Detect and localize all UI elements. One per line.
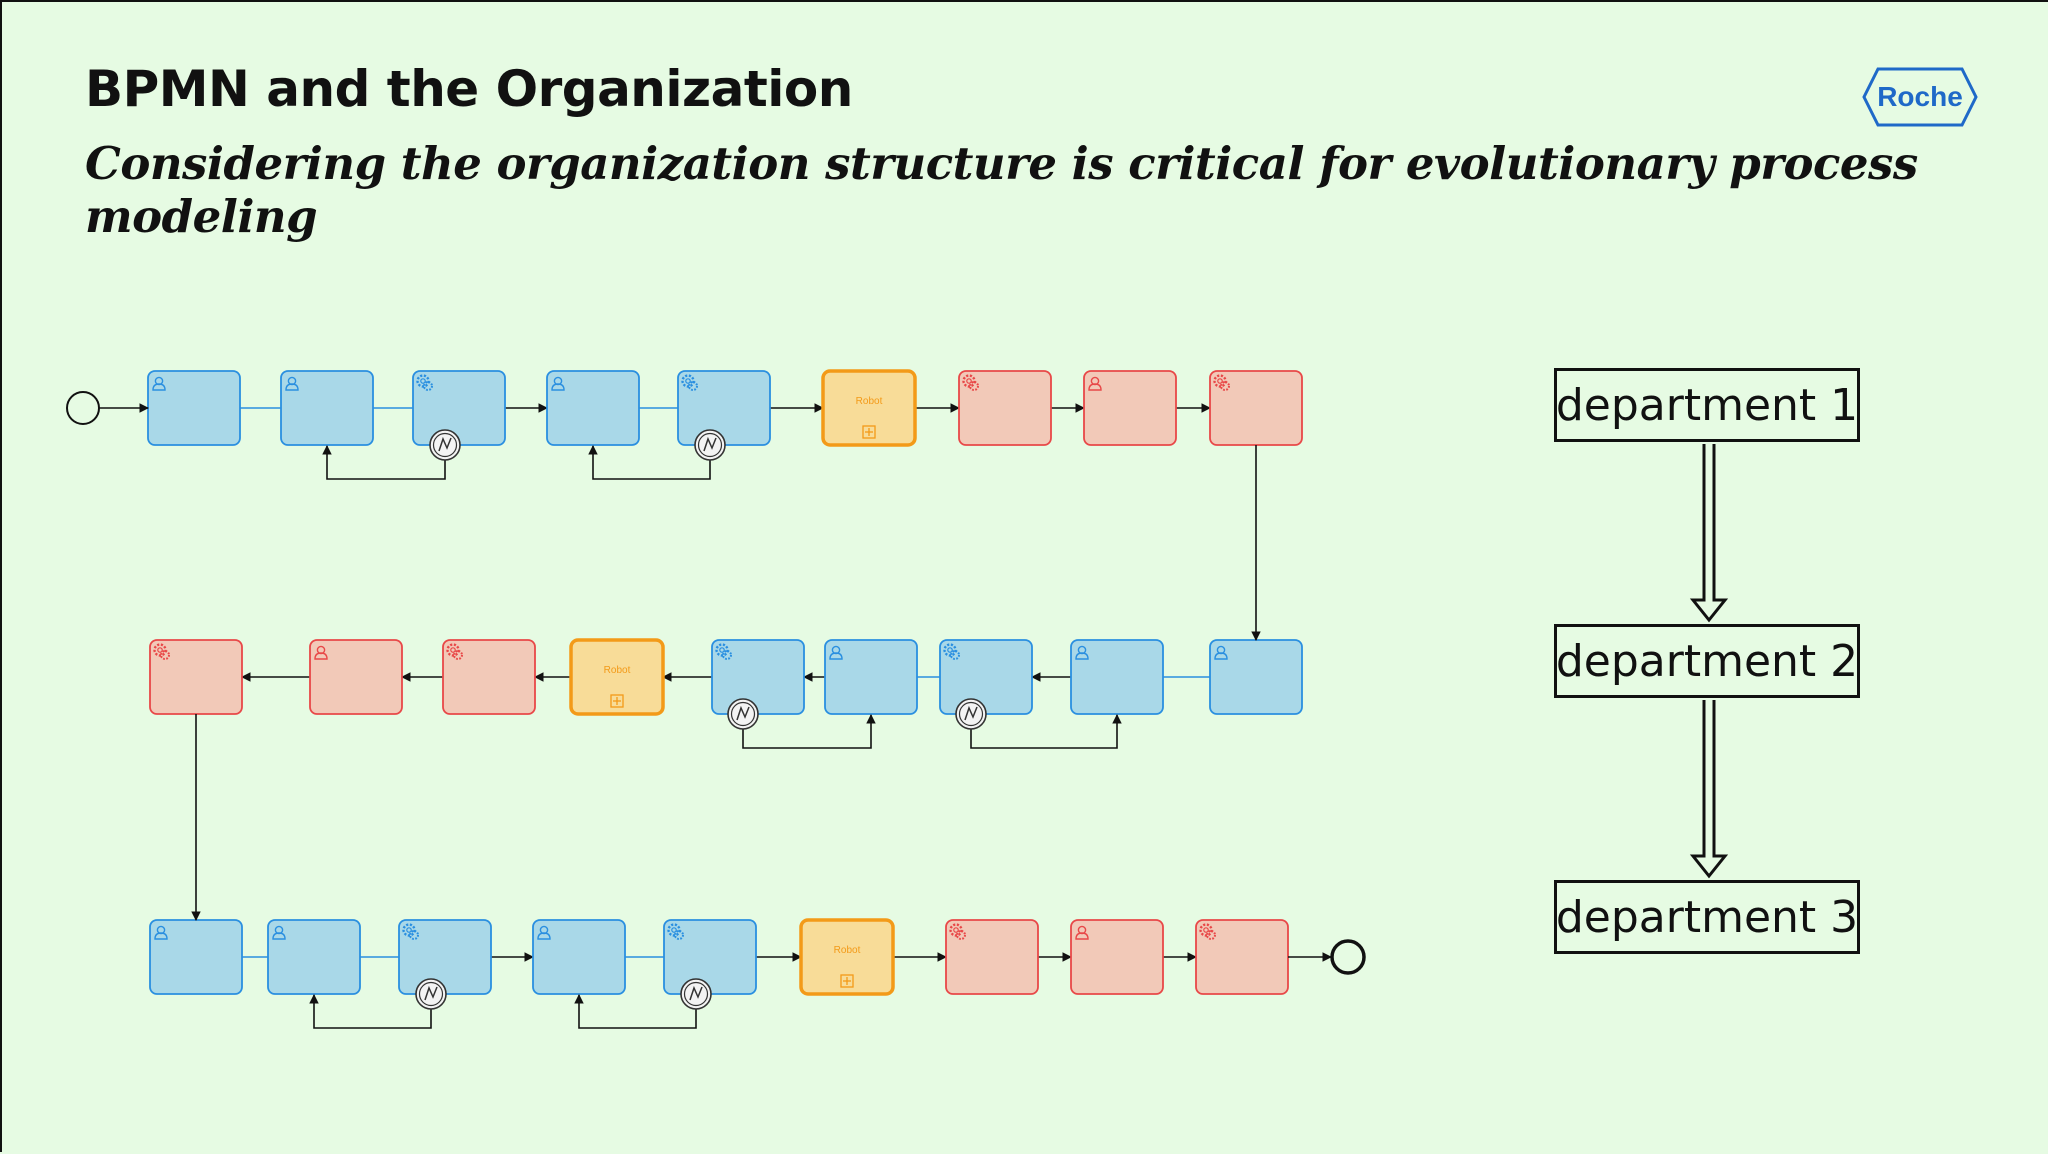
task-dept-1 <box>398 919 492 995</box>
logo-text: Roche <box>1877 81 1963 112</box>
slide-title: BPMN and the Organization <box>85 60 853 118</box>
task-dept-1 <box>280 370 374 446</box>
error-event-icon <box>680 978 712 1010</box>
user-icon <box>537 925 551 940</box>
error-event-icon <box>429 429 461 461</box>
gear-icon <box>667 923 684 940</box>
robot-subprocess-task: Robot <box>569 638 665 716</box>
task-dept-3 <box>1070 919 1164 995</box>
boundary-error-event <box>955 698 1122 749</box>
gear-icon <box>681 374 698 391</box>
task-dept-1 <box>149 919 243 995</box>
boundary-error-event <box>727 698 876 749</box>
boundary-error-event <box>588 429 726 480</box>
task-dept-3 <box>1209 370 1303 446</box>
gear-icon <box>1199 923 1216 940</box>
robot-subprocess-task: Robot <box>821 369 917 447</box>
gear-icon <box>402 923 419 940</box>
task-dept-3 <box>1195 919 1289 995</box>
subprocess-marker-icon <box>862 425 876 439</box>
task-dept-3 <box>149 639 243 715</box>
slide-subtitle: Considering the organization structure i… <box>85 137 1918 243</box>
task-dept-1 <box>147 370 241 446</box>
user-icon <box>272 925 286 940</box>
user-icon <box>1075 925 1089 940</box>
task-dept-3 <box>945 919 1039 995</box>
roche-logo: Roche <box>1862 66 1978 128</box>
error-event-icon <box>955 698 987 730</box>
error-event-icon <box>415 978 447 1010</box>
gear-icon <box>949 923 966 940</box>
subprocess-marker-icon <box>840 974 854 988</box>
task-dept-3 <box>958 370 1052 446</box>
department-2-box: department 2 <box>1554 624 1860 698</box>
user-icon <box>1214 645 1228 660</box>
task-dept-3 <box>442 639 536 715</box>
task-dept-1 <box>546 370 640 446</box>
user-icon <box>1088 376 1102 391</box>
task-dept-1 <box>711 639 805 715</box>
user-icon <box>285 376 299 391</box>
error-event-icon <box>694 429 726 461</box>
robot-subprocess-task: Robot <box>799 918 895 996</box>
process-row-1: Robot <box>66 369 1303 480</box>
user-icon <box>551 376 565 391</box>
gear-icon <box>153 643 170 660</box>
boundary-error-event <box>309 978 447 1029</box>
user-icon <box>154 925 168 940</box>
gear-icon <box>416 374 433 391</box>
task-dept-3 <box>309 639 403 715</box>
task-dept-1 <box>824 639 918 715</box>
subprocess-marker-icon <box>610 694 624 708</box>
task-dept-3 <box>1083 370 1177 446</box>
user-icon <box>314 645 328 660</box>
logo-hexagon-icon <box>1862 67 1978 127</box>
gear-icon <box>943 643 960 660</box>
robot-task-label: Robot <box>856 396 883 407</box>
gear-icon <box>1213 374 1230 391</box>
user-icon <box>829 645 843 660</box>
user-icon <box>152 376 166 391</box>
task-dept-1 <box>267 919 361 995</box>
start-event-icon <box>66 391 100 425</box>
task-dept-1 <box>1209 639 1303 715</box>
error-event-icon <box>727 698 759 730</box>
gear-icon <box>446 643 463 660</box>
task-dept-1 <box>939 639 1033 715</box>
robot-task-label: Robot <box>604 665 631 676</box>
gear-icon <box>715 643 732 660</box>
robot-task-label: Robot <box>834 945 861 956</box>
boundary-error-event <box>574 978 712 1029</box>
gear-icon <box>962 374 979 391</box>
process-row-3: Robot <box>149 918 1366 1029</box>
department-3-box: department 3 <box>1554 880 1860 954</box>
process-row-2: Robot <box>149 638 1303 749</box>
department-1-box: department 1 <box>1554 368 1860 442</box>
boundary-error-event <box>322 429 461 480</box>
task-dept-1 <box>663 919 757 995</box>
end-event-icon <box>1330 939 1366 975</box>
task-dept-1 <box>677 370 771 446</box>
task-dept-1 <box>532 919 626 995</box>
task-dept-1 <box>412 370 506 446</box>
task-dept-1 <box>1070 639 1164 715</box>
user-icon <box>1075 645 1089 660</box>
